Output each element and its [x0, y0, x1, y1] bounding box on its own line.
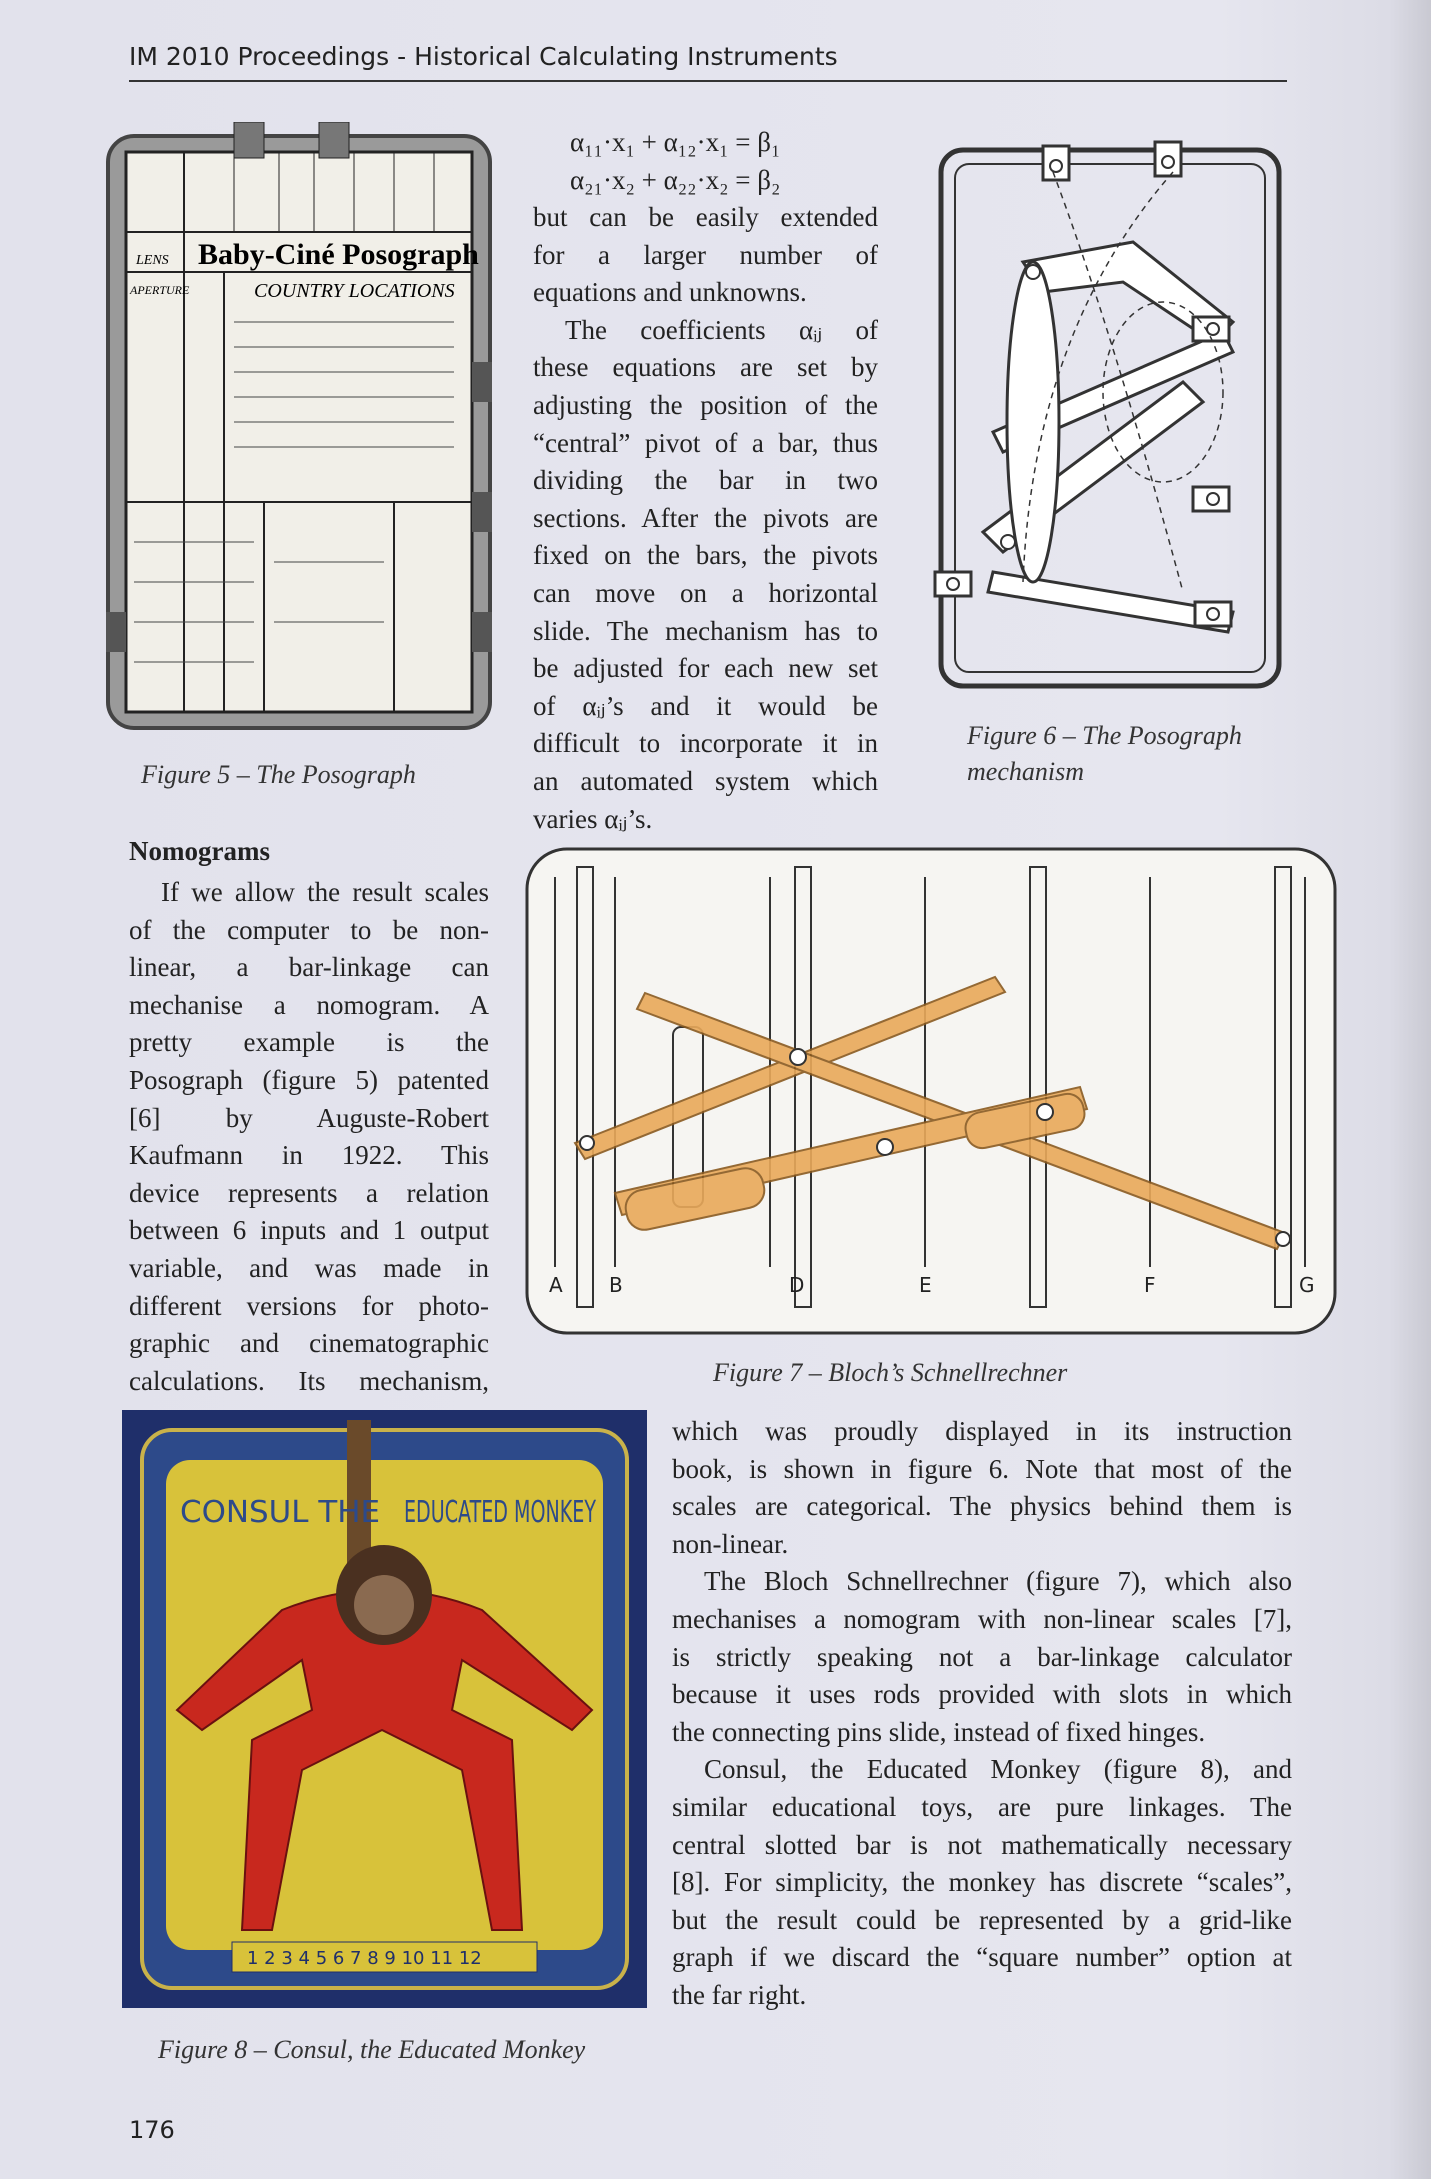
left-column-text-line: between 6 inputs and 1 output: [129, 1215, 489, 1246]
right-column-text-line: which was proudly displayed in its instr…: [672, 1416, 1292, 1446]
figure-8-caption: Figure 8 – Consul, the Educated Monkey: [158, 2035, 586, 2064]
right-column-text-line: scales are categorical. The physics behi…: [672, 1491, 1292, 1522]
figure-5-posograph-image: Baby-Ciné Posograph COUNTRY LOCATIONS LE…: [106, 122, 492, 730]
left-column-text-line: device represents a relation: [129, 1177, 489, 1208]
middle-column-text-line: these equations are set by: [533, 352, 878, 383]
figure-6-caption-line-2: mechanism: [967, 757, 1084, 786]
middle-column-text-line: fixed on the bars, the pivots: [533, 540, 878, 571]
equation-2: α₂₁·x₂ + α₂₂·x₂ = β₂: [570, 165, 781, 195]
figure-5-caption: Figure 5 – The Posograph: [141, 760, 416, 789]
figure-6-mechanism-image: [933, 140, 1282, 689]
right-column-text-line: graph if we discard the “square number” …: [672, 1942, 1292, 1973]
left-column-text-line: of the computer to be non-: [129, 914, 489, 945]
middle-column-text-line: adjusting the position of the: [533, 390, 878, 420]
middle-column-text-line: sections. After the pivots are: [533, 502, 878, 533]
running-header: IM 2010 Proceedings - Historical Calcula…: [129, 42, 838, 71]
middle-column-text-line: difficult to incorporate it in: [533, 728, 878, 759]
scale-label-f: F: [1144, 1273, 1156, 1297]
middle-column-text-line: The coefficients αᵢⱼ of: [565, 314, 878, 345]
middle-column-text-line: dividing the bar in two: [533, 465, 878, 496]
scale-label-e: E: [919, 1273, 932, 1297]
left-column-text-line: calculations. Its mechanism,: [129, 1365, 489, 1396]
right-column-text-line: [8]. For simplicity, the monkey has disc…: [672, 1867, 1292, 1898]
right-column-text-line: central slotted bar is not mathematicall…: [672, 1829, 1292, 1860]
right-column-text-line: similar educational toys, are pure linka…: [672, 1792, 1292, 1822]
right-column-text-line: non-linear.: [672, 1528, 789, 1559]
middle-column-text-line: varies αᵢⱼ’s.: [533, 803, 653, 834]
middle-column-text-line: be adjusted for each new set: [533, 653, 878, 684]
middle-column-text-line: slide. The mechanism has to: [533, 615, 878, 646]
middle-column-text-line: for a larger number of: [533, 239, 878, 270]
middle-column-text-line: but can be easily extended: [533, 202, 878, 232]
right-column-text-line: The Bloch Schnellrechner (figure 7), whi…: [704, 1566, 1292, 1597]
posograph-lens: LENS: [135, 253, 169, 268]
middle-column-text-line: “central” pivot of a bar, thus: [533, 427, 878, 458]
left-column-text-line: pretty example is the: [129, 1027, 489, 1058]
middle-column-text-line: of αᵢⱼ’s and it would be: [533, 690, 878, 721]
scale-label-a: A: [549, 1273, 563, 1297]
monkey-number-row: 1 2 3 4 5 6 7 8 9 10 11 12: [247, 1948, 482, 1969]
left-column-text-line: variable, and was made in: [129, 1253, 489, 1283]
left-column-text-line: Kaufmann in 1922. This: [129, 1140, 489, 1171]
scale-label-g: G: [1299, 1273, 1315, 1297]
scale-label-d: D: [789, 1273, 804, 1297]
right-column-text-line: Consul, the Educated Monkey (figure 8), …: [704, 1754, 1292, 1785]
page-number: 176: [129, 2116, 175, 2144]
right-column-text-line: but the result could be represented by a…: [672, 1904, 1292, 1935]
posograph-brand: Baby-Ciné Posograph: [198, 238, 479, 271]
section-heading-nomograms: Nomograms: [129, 836, 270, 866]
left-column-text-line: Posograph (figure 5) patented: [129, 1065, 489, 1095]
scale-label-b: B: [609, 1273, 623, 1297]
left-column-text-line: [6] by Auguste-Robert: [129, 1102, 489, 1133]
right-column-text-line: the connecting pins slide, instead of fi…: [672, 1716, 1206, 1747]
left-column-text-line: graphic and cinematographic: [129, 1328, 489, 1359]
figure-7-caption: Figure 7 – Bloch’s Schnellrechner: [713, 1358, 1068, 1387]
middle-column-text-line: equations and unknowns.: [533, 277, 807, 308]
figure-6-caption-line-1: Figure 6 – The Posograph: [967, 721, 1242, 750]
left-column-text-line: linear, a bar-linkage can: [129, 952, 489, 983]
left-column-text-line: If we allow the result scales: [161, 877, 489, 907]
equation-1: α₁₁·x₁ + α₁₂·x₁ = β₁: [570, 127, 781, 157]
right-column-text-line: mechanises a nomogram with non-linear sc…: [672, 1604, 1292, 1634]
left-column-text-line: different versions for photo-: [129, 1290, 489, 1321]
middle-column-text-line: an automated system which: [533, 766, 878, 796]
posograph-subtitle: COUNTRY LOCATIONS: [254, 280, 455, 302]
right-column-text-line: because it uses rods provided with slots…: [672, 1679, 1292, 1710]
right-column-text-line: is strictly speaking not a bar-linkage c…: [672, 1641, 1292, 1672]
left-column-text-line: mechanise a nomogram. A: [129, 989, 489, 1020]
posograph-aperture: APERTURE: [129, 283, 190, 297]
right-column-text-line: the far right.: [672, 1980, 807, 2010]
monkey-title-left: CONSUL THE: [180, 1495, 380, 1530]
monkey-title-right: EDUCATED MONKEY: [404, 1495, 596, 1530]
figure-8-educated-monkey-image: CONSUL THE EDUCATED MONKEY 1 2 3 4 5 6 7…: [122, 1410, 647, 2008]
header-rule: [129, 80, 1287, 82]
right-column-text-line: book, is shown in figure 6. Note that mo…: [672, 1453, 1292, 1484]
middle-column-text-line: can move on a horizontal: [533, 578, 878, 608]
